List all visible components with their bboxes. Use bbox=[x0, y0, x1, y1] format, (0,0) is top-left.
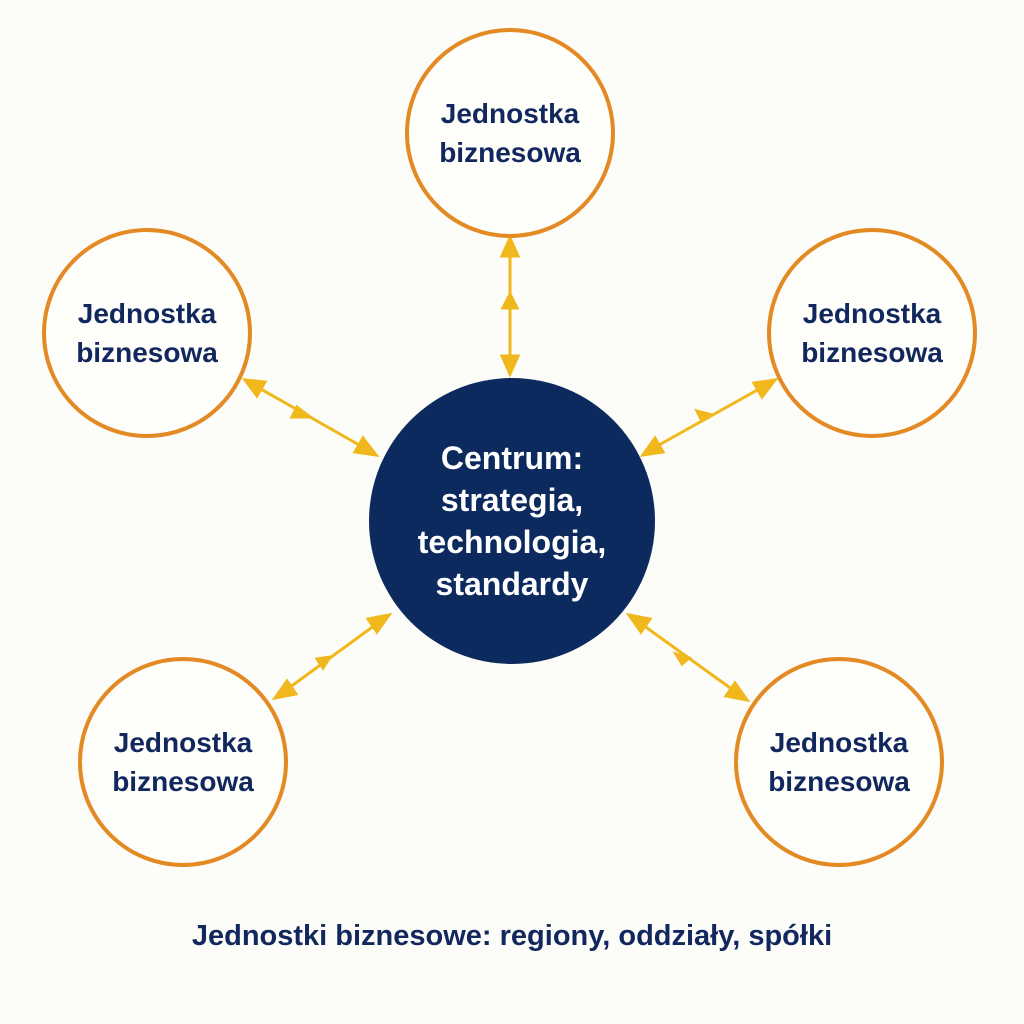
business-unit-top: Jednostka biznesowa bbox=[405, 28, 615, 238]
business-unit-line-1: Jednostka bbox=[769, 726, 909, 758]
business-unit-line-2: biznesowa bbox=[768, 766, 910, 797]
business-unit-upper-right: Jednostka biznesowa bbox=[767, 228, 977, 438]
business-unit-line-2: biznesowa bbox=[112, 766, 254, 797]
connector-lower-left bbox=[271, 612, 393, 701]
connector-upper-left bbox=[241, 378, 380, 458]
diagram-caption: Jednostki biznesowe: regiony, oddziały, … bbox=[191, 920, 833, 952]
center-hub-label: Centrum: strategia, technologia, standar… bbox=[392, 437, 632, 606]
business-unit-upper-left: Jednostka biznesowa bbox=[42, 228, 252, 438]
business-unit-lower-right: Jednostka biznesowa bbox=[734, 657, 944, 867]
center-line-2: strategia, bbox=[440, 481, 584, 518]
business-unit-line-1: Jednostka bbox=[113, 726, 253, 758]
center-line-1: Centrum: bbox=[440, 439, 584, 476]
business-unit-label: Jednostka biznesowa bbox=[62, 294, 232, 372]
business-unit-lower-left: Jednostka biznesowa bbox=[78, 657, 288, 867]
connector-upper-right bbox=[639, 377, 779, 458]
business-unit-line-2: biznesowa bbox=[439, 137, 581, 168]
business-unit-label: Jednostka biznesowa bbox=[425, 94, 595, 172]
connector-top bbox=[499, 234, 521, 378]
center-line-3: technologia, bbox=[417, 524, 607, 560]
business-unit-line-2: biznesowa bbox=[801, 337, 943, 368]
business-unit-label: Jednostka biznesowa bbox=[754, 723, 924, 801]
business-unit-line-1: Jednostka bbox=[440, 97, 580, 129]
business-unit-label: Jednostka biznesowa bbox=[98, 723, 268, 801]
connector-lower-right bbox=[625, 612, 751, 703]
center-line-4: standardy bbox=[435, 566, 589, 603]
business-unit-line-2: biznesowa bbox=[76, 337, 218, 368]
business-unit-line-1: Jednostka bbox=[77, 297, 217, 329]
center-hub: Centrum: strategia, technologia, standar… bbox=[369, 378, 655, 664]
business-unit-line-1: Jednostka bbox=[802, 297, 942, 329]
business-unit-label: Jednostka biznesowa bbox=[787, 294, 957, 372]
